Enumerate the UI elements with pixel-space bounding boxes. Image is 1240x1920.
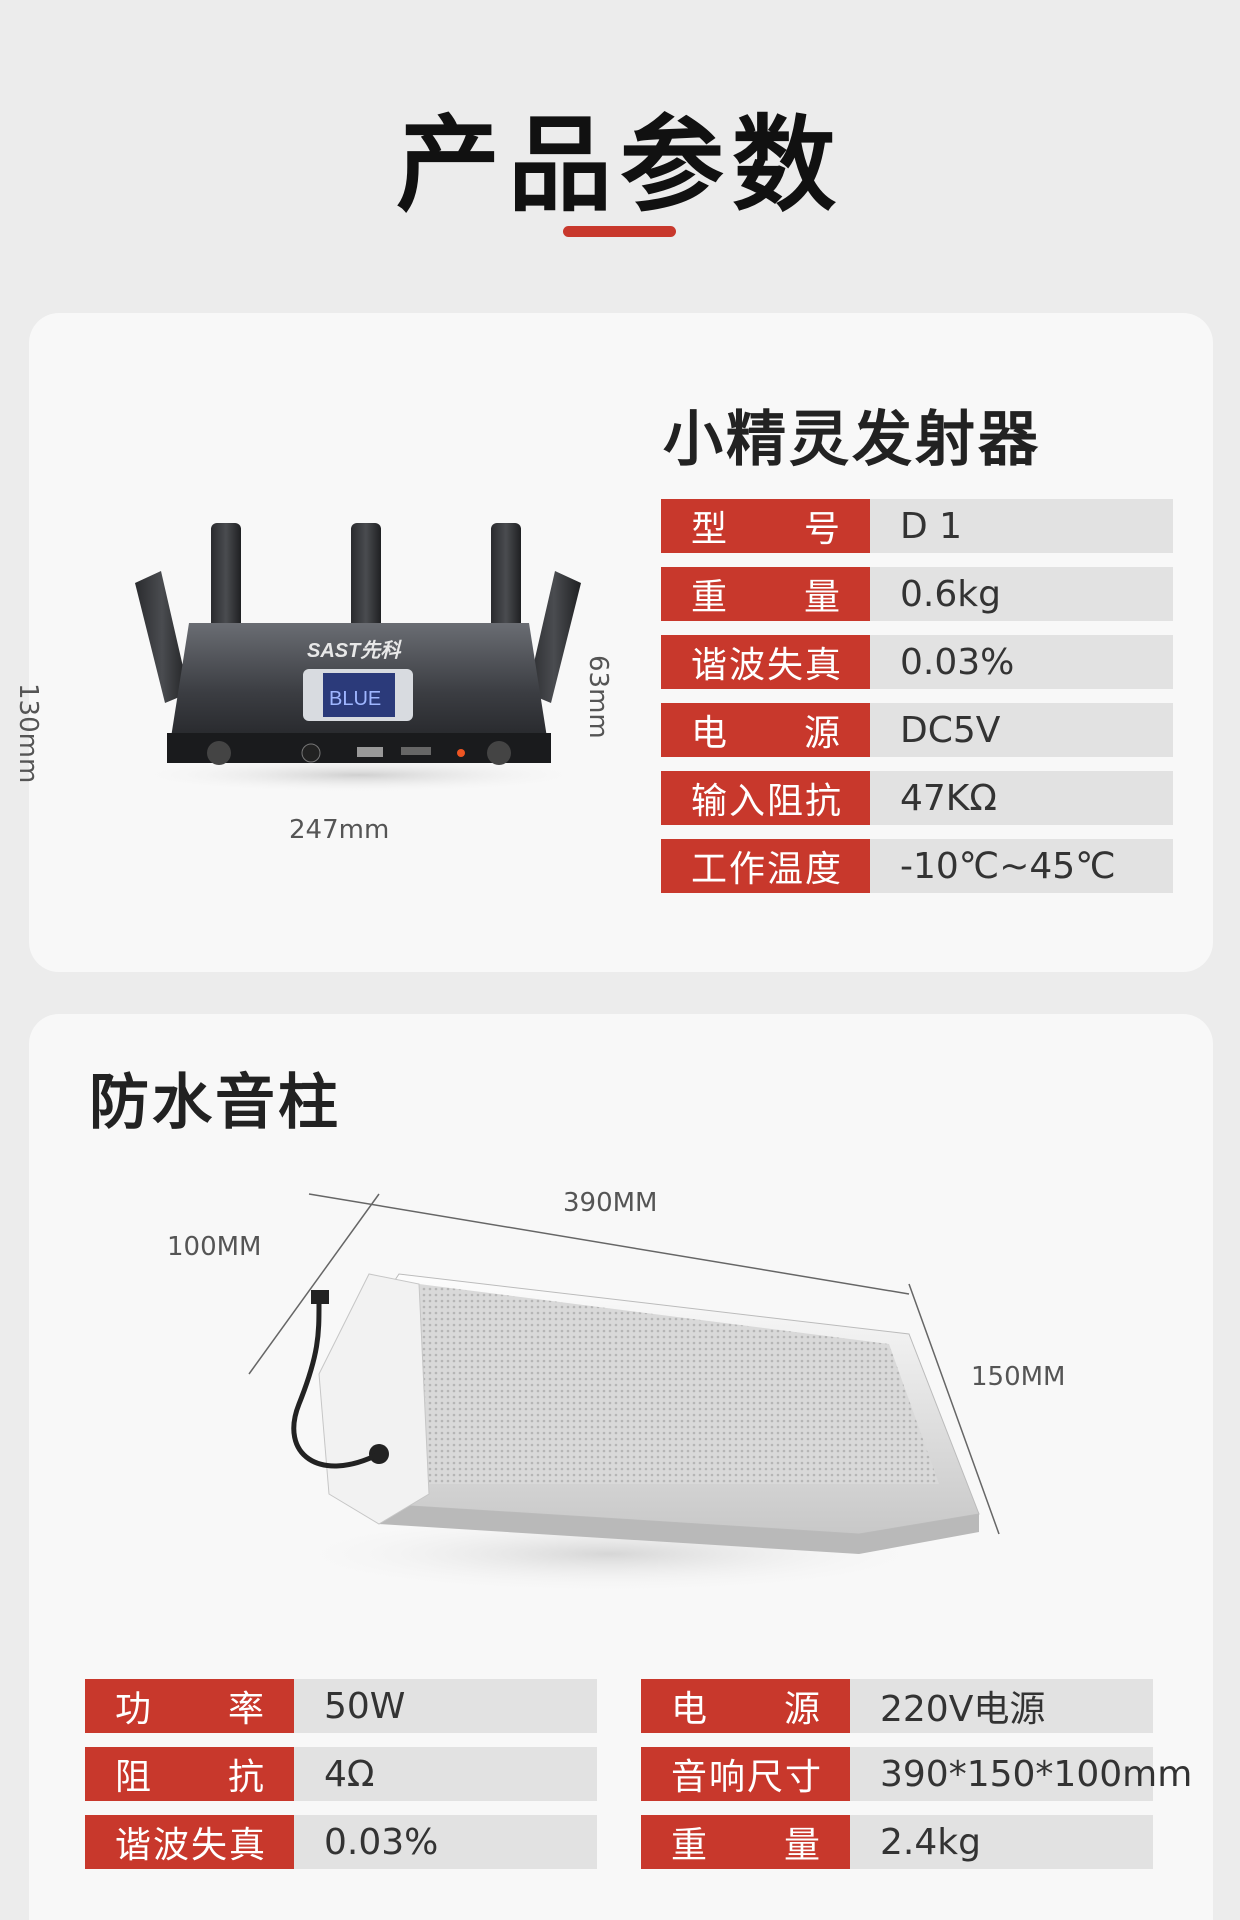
- speaker-title: 防水音柱: [89, 1068, 341, 1138]
- speaker-image: [169, 1154, 1089, 1634]
- spec-label: 功率: [85, 1679, 294, 1733]
- spec-value: DC5V: [870, 703, 1173, 757]
- spec-value: 0.6kg: [870, 567, 1173, 621]
- spec-row: 工作温度-10℃~45℃: [661, 839, 1173, 893]
- transmitter-title: 小精灵发射器: [663, 405, 1041, 475]
- speaker-depth-label: 100MM: [167, 1232, 262, 1262]
- transmitter-width-label: 247mm: [289, 815, 390, 845]
- speaker-length-label: 390MM: [563, 1188, 658, 1218]
- spec-label: 重量: [641, 1815, 850, 1869]
- page-title: 产品参数: [395, 104, 844, 226]
- screen-text: BLUE: [329, 688, 381, 710]
- spec-value: 2.4kg: [850, 1815, 1153, 1869]
- transmitter-illustration: SAST先科 BLUE: [129, 523, 589, 793]
- spec-value: 50W: [294, 1679, 597, 1733]
- spec-value: 220V电源: [850, 1679, 1153, 1733]
- spec-value: 390*150*100mm: [850, 1747, 1192, 1801]
- spec-value: 0.03%: [294, 1815, 597, 1869]
- spec-value: D 1: [870, 499, 1173, 553]
- spec-label: 电源: [661, 703, 870, 757]
- transmitter-depth-label: 63mm: [583, 655, 613, 739]
- title-underline: [563, 226, 676, 237]
- spec-label: 谐波失真: [661, 635, 870, 689]
- spec-label: 音响尺寸: [641, 1747, 850, 1801]
- speaker-height-label: 150MM: [971, 1362, 1066, 1392]
- spec-value: 0.03%: [870, 635, 1173, 689]
- brand-logo: SAST先科: [307, 639, 402, 662]
- speaker-illustration: [248, 1193, 1000, 1594]
- spec-value: 47KΩ: [870, 771, 1173, 825]
- spec-label: 电源: [641, 1679, 850, 1733]
- spec-label: 谐波失真: [85, 1815, 294, 1869]
- transmitter-height-label: 130mm: [13, 683, 43, 784]
- spec-value: 4Ω: [294, 1747, 597, 1801]
- spec-label: 重量: [661, 567, 870, 621]
- spec-label: 阻抗: [85, 1747, 294, 1801]
- spec-label: 输入阻抗: [661, 771, 870, 825]
- spec-label: 型号: [661, 499, 870, 553]
- transmitter-image: SAST先科 BLUE: [89, 513, 609, 933]
- speaker-card: 防水音柱: [29, 1014, 1213, 1920]
- transmitter-card: 小精灵发射器: [13, 313, 1213, 972]
- spec-value: -10℃~45℃: [870, 839, 1173, 893]
- spec-label: 工作温度: [661, 839, 870, 893]
